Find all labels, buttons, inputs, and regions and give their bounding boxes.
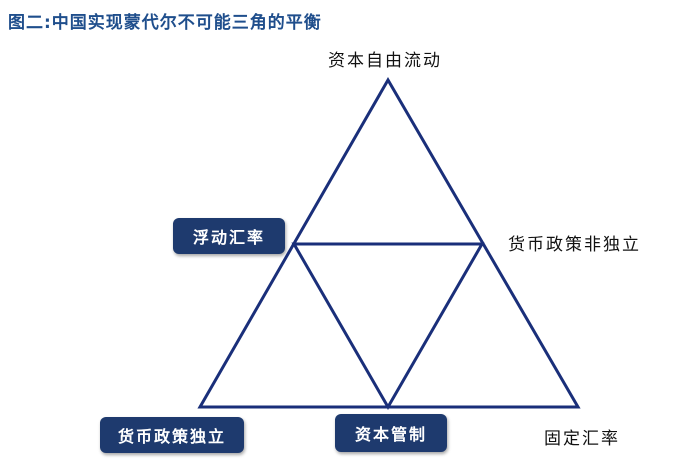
box-monetary-policy-independent: 货币政策独立 <box>100 417 244 453</box>
box-capital-controls: 资本管制 <box>335 414 447 452</box>
label-monetary-policy-non-independent: 货币政策非独立 <box>508 235 641 255</box>
label-fixed-exchange-rate: 固定汇率 <box>544 429 620 449</box>
figure-title: 图二:中国实现蒙代尔不可能三角的平衡 <box>8 13 322 33</box>
label-capital-free-flow: 资本自由流动 <box>328 51 442 71</box>
box-floating-exchange-rate: 浮动汇率 <box>173 218 285 254</box>
inner-triangle <box>291 242 485 411</box>
